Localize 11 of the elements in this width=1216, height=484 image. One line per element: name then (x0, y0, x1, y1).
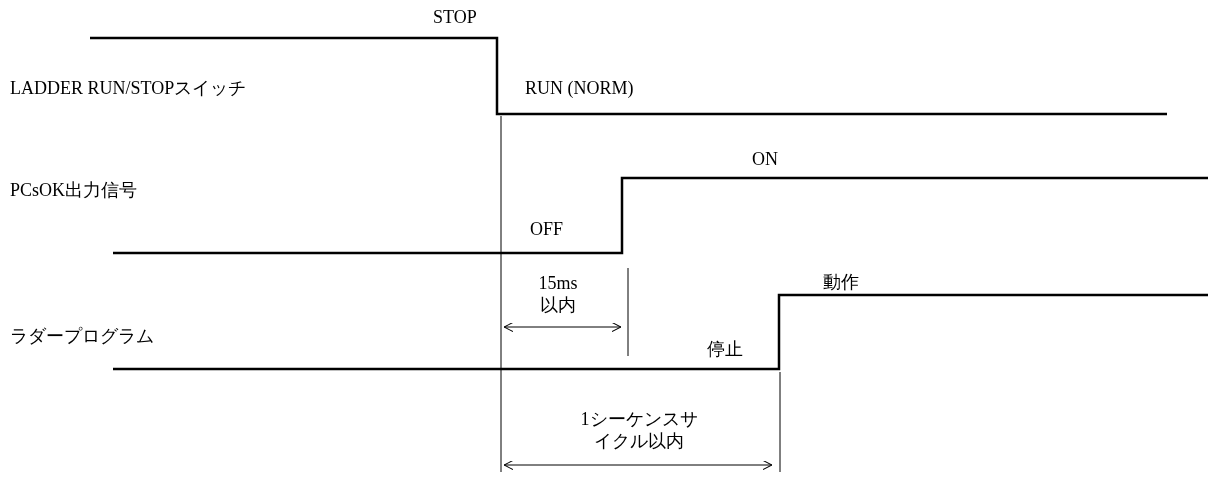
state-label: 停止 (707, 338, 743, 360)
state-label: RUN (NORM) (525, 77, 634, 99)
timing-note: 15ms以内 (537, 272, 579, 316)
state-label: STOP (433, 6, 477, 28)
signal-name: ラダープログラム (10, 325, 154, 347)
signal-name: LADDER RUN/STOPスイッチ (10, 77, 247, 99)
timing-note: 1シーケンスサイクル以内 (580, 408, 698, 452)
state-label: ON (752, 148, 778, 170)
signal-name: PCsOK出力信号 (10, 179, 138, 201)
state-label: OFF (530, 218, 564, 240)
state-label: 動作 (823, 271, 859, 293)
